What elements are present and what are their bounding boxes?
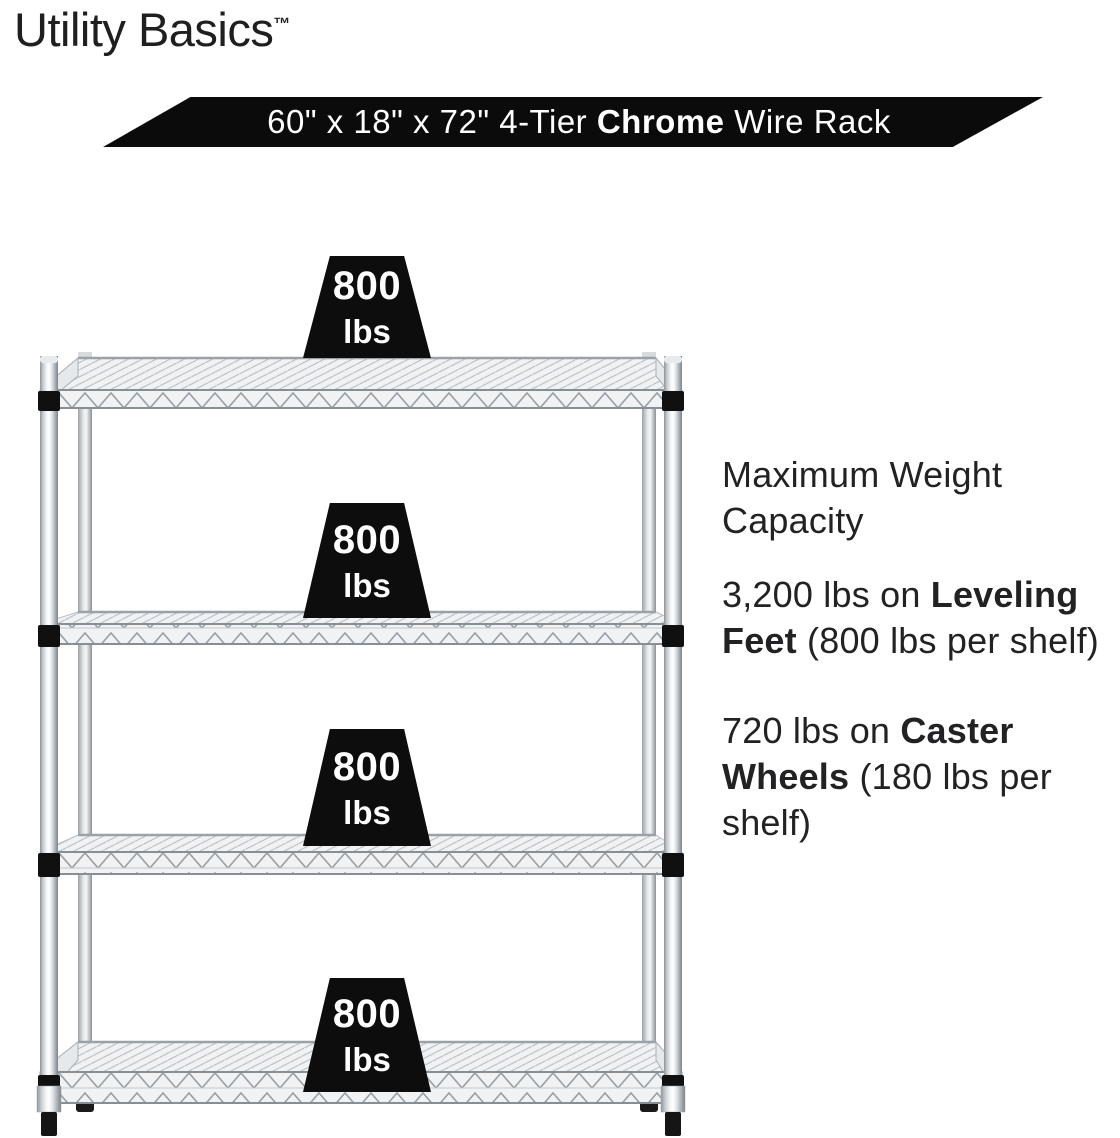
caster-wheels-capacity: 720 lbs on Caster Wheels (180 lbs per sh… [722,710,1052,843]
banner-title-suffix: Wire Rack [724,103,891,140]
weight-capacity-badge-shelf-1: 800 lbs [303,256,431,358]
brand-name: Utility Basics [14,3,274,56]
leveling-feet-capacity: 3,200 lbs on Leveling Feet (800 lbs per … [722,574,1099,661]
title-banner: 60" x 18" x 72" 4-Tier Chrome Wire Rack [103,97,1043,147]
weight-unit: lbs [343,793,391,831]
banner-title-prefix: 60" x 18" x 72" 4-Tier [267,103,597,140]
rack-leveling-feet [36,1085,686,1136]
weight-value: 800 [332,992,402,1036]
banner-title-highlight: Chrome [596,103,725,140]
weight-value: 800 [332,264,402,308]
weight-unit: lbs [343,1041,391,1078]
weight-value: 800 [332,517,402,562]
banner-title: 60" x 18" x 72" 4-Tier Chrome Wire Rack [267,103,891,141]
weight-unit: lbs [343,313,391,350]
weight-unit: lbs [343,566,391,604]
rack-shelf-1 [38,356,684,410]
capacity-heading: Maximum Weight Capacity [722,454,1003,541]
rack-front-posts [38,356,684,1101]
trademark-symbol: ™ [273,14,291,34]
weight-value: 800 [332,744,402,789]
rack-shelf-2 [39,610,683,645]
brand-logo: Utility Basics™ [14,2,290,57]
capacity-info-block: Maximum Weight Capacity 3,200 lbs on Lev… [722,452,1120,890]
